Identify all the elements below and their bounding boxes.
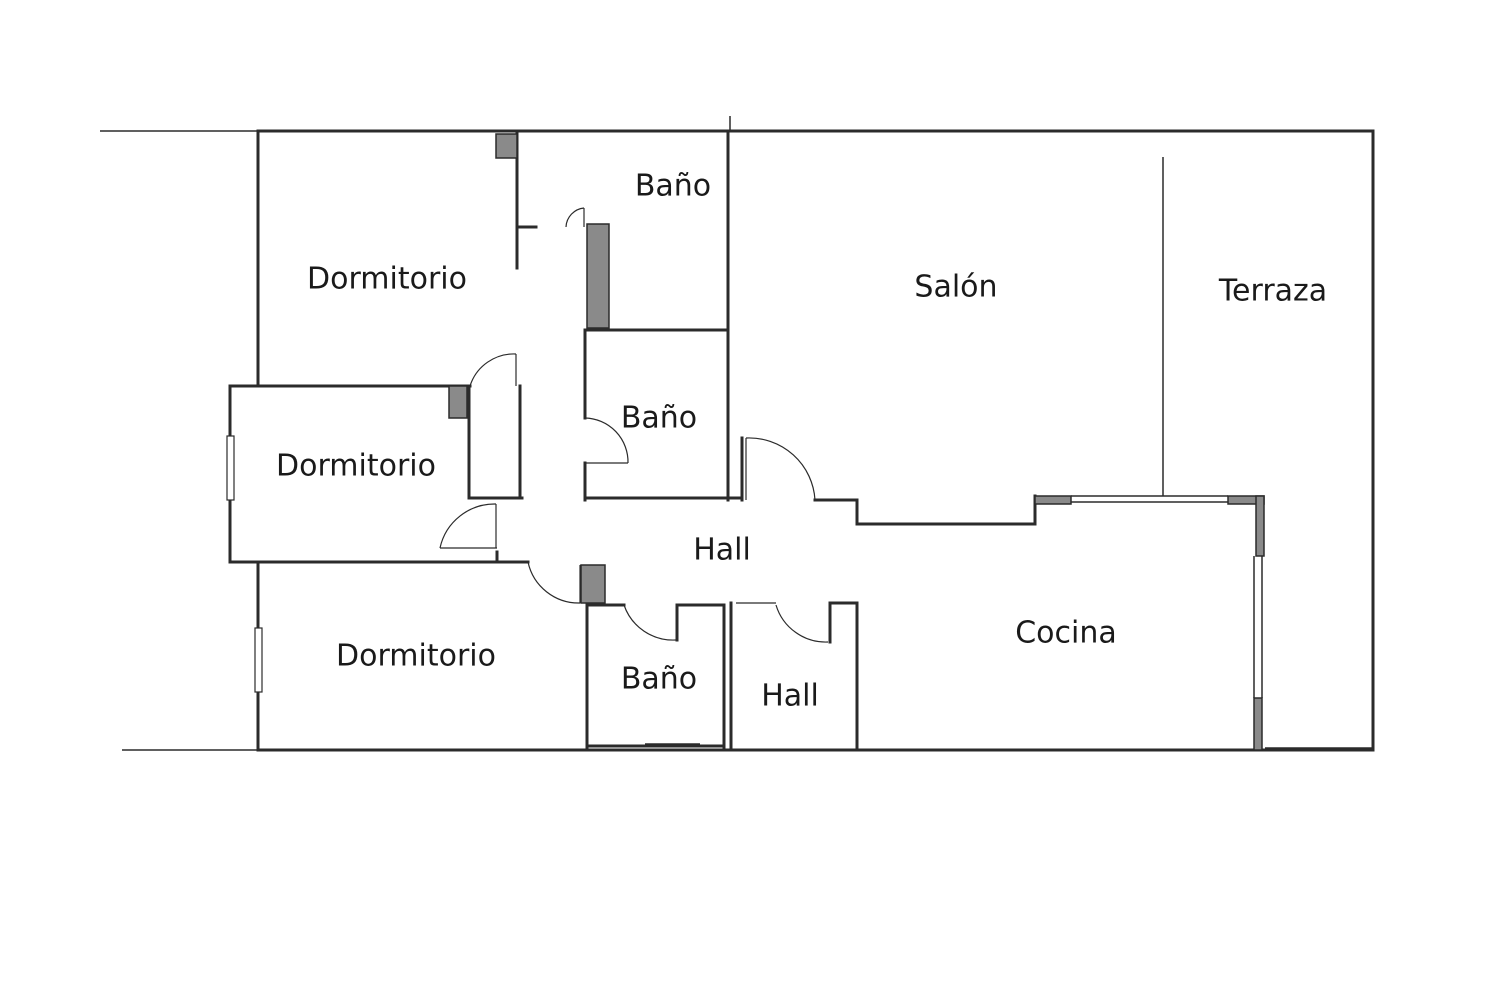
room-label-dormitorio-1: Dormitorio bbox=[307, 262, 467, 297]
room-label-dormitorio-2: Dormitorio bbox=[276, 449, 436, 484]
room-label-hall-2: Hall bbox=[761, 679, 819, 714]
room-label-bano-3: Baño bbox=[621, 662, 697, 697]
room-label-salon: Salón bbox=[914, 270, 997, 305]
room-label-hall-1: Hall bbox=[693, 533, 751, 568]
door-swings bbox=[439, 207, 829, 643]
room-label-cocina: Cocina bbox=[1015, 616, 1117, 651]
room-label-dormitorio-3: Dormitorio bbox=[336, 639, 496, 674]
windows bbox=[226, 435, 1373, 749]
room-label-bano-2: Baño bbox=[621, 401, 697, 436]
room-label-bano-1: Baño bbox=[635, 169, 711, 204]
interior-walls bbox=[448, 129, 1265, 752]
exterior-walls bbox=[100, 116, 1375, 752]
room-label-terraza: Terraza bbox=[1218, 274, 1327, 309]
room-labels: Dormitorio Dormitorio Dormitorio Baño Ba… bbox=[276, 169, 1327, 714]
